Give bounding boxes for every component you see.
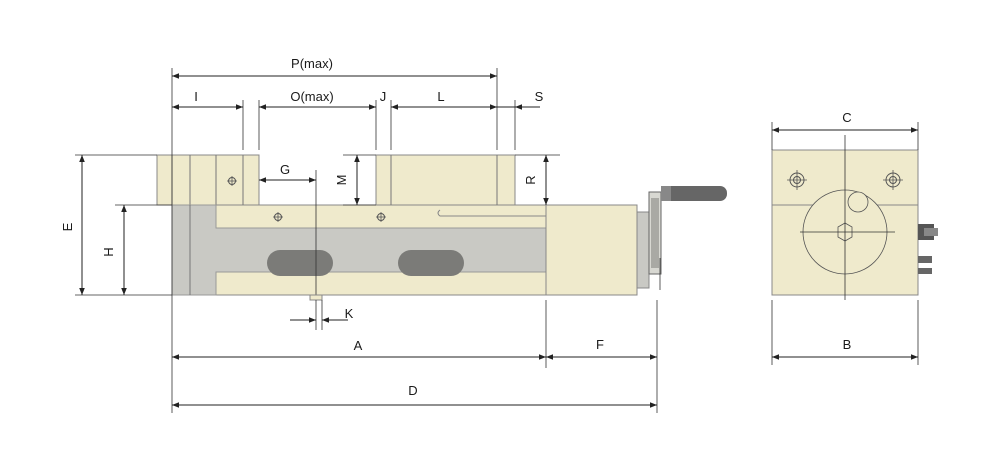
label-b: B (843, 337, 852, 352)
side-fitting (918, 224, 938, 274)
label-g: G (280, 162, 290, 177)
slot-left (267, 250, 333, 276)
side-view (156, 154, 727, 301)
label-a: A (354, 338, 363, 353)
label-l: L (437, 89, 444, 104)
label-e: E (60, 222, 75, 231)
label-s: S (535, 89, 544, 104)
label-c: C (842, 110, 851, 125)
screw-hole-icon (376, 212, 386, 222)
label-f: F (596, 337, 604, 352)
end-housing (545, 204, 638, 296)
screw-hole-icon (273, 212, 283, 222)
label-m: M (334, 175, 349, 186)
screw-hole-icon (787, 170, 807, 190)
fixed-jaw (156, 154, 260, 206)
label-h: H (101, 247, 116, 256)
screw-hole-icon (883, 170, 903, 190)
screw-hole-icon (227, 176, 237, 186)
front-view (771, 135, 938, 300)
label-i: I (194, 89, 198, 104)
dimension-labels: P(max) I O(max) J L S G M R E H K A F D … (60, 56, 852, 398)
label-o-max: O(max) (290, 89, 333, 104)
label-d: D (408, 383, 417, 398)
label-p-max: P(max) (291, 56, 333, 71)
dimensions (75, 68, 919, 413)
moving-jaw (375, 154, 516, 206)
label-j: J (380, 89, 387, 104)
label-r: R (523, 175, 538, 184)
crank-handle (648, 186, 727, 275)
label-k: K (345, 306, 354, 321)
slot-right (398, 250, 464, 276)
